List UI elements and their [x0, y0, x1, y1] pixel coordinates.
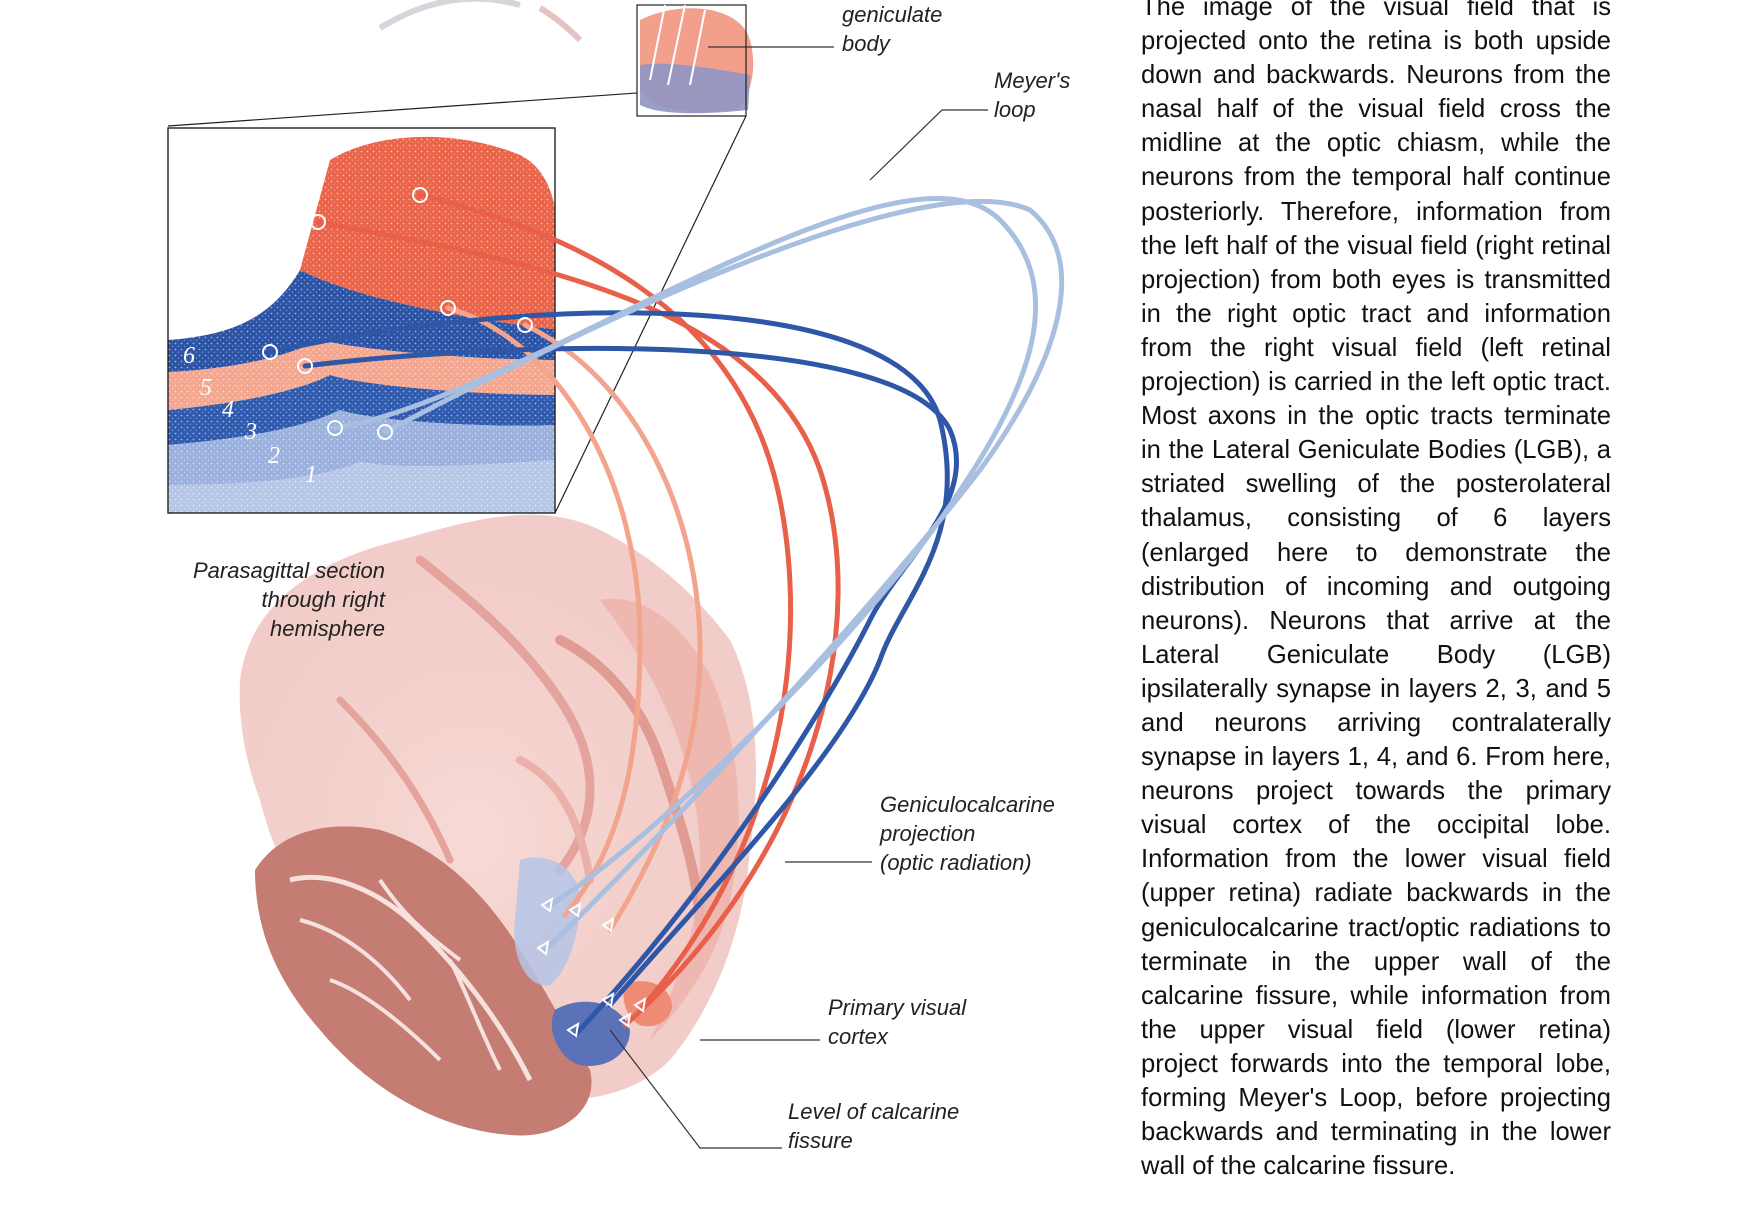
body-text: The image of the visual field that is pr…	[1141, 0, 1611, 1181]
lgb-inset-frame	[167, 127, 556, 514]
meyers-loop-label: Meyer's loop	[994, 68, 1071, 122]
brain-section	[239, 514, 756, 1136]
top-faint-arcs	[378, 0, 583, 43]
optic-radiation-label: Geniculocalcarine projection (optic radi…	[880, 792, 1055, 875]
fiber-terminals	[262, 187, 647, 1038]
leader-lines	[609, 46, 988, 1149]
optic-radiation-fibers	[267, 192, 1065, 1038]
visual-pathway-figure	[167, 0, 1065, 1149]
layer-4-label: 4	[222, 397, 234, 423]
layer-5-label: 5	[200, 375, 212, 401]
lgb-thumbnail	[636, 4, 754, 117]
layer-3-label: 3	[245, 419, 257, 445]
layer-1-label: 1	[305, 462, 317, 488]
layer-6-label: 6	[183, 343, 195, 369]
lgb-inset	[168, 128, 555, 513]
layer-2-label: 2	[268, 443, 280, 469]
lgb-label: geniculate body	[842, 2, 943, 56]
calcarine-fissure-label: Level of calcarine fissure	[788, 1099, 960, 1153]
section-label: Parasagittal section through right hemis…	[193, 558, 385, 641]
primary-visual-cortex-label: Primary visual cortex	[828, 995, 967, 1049]
